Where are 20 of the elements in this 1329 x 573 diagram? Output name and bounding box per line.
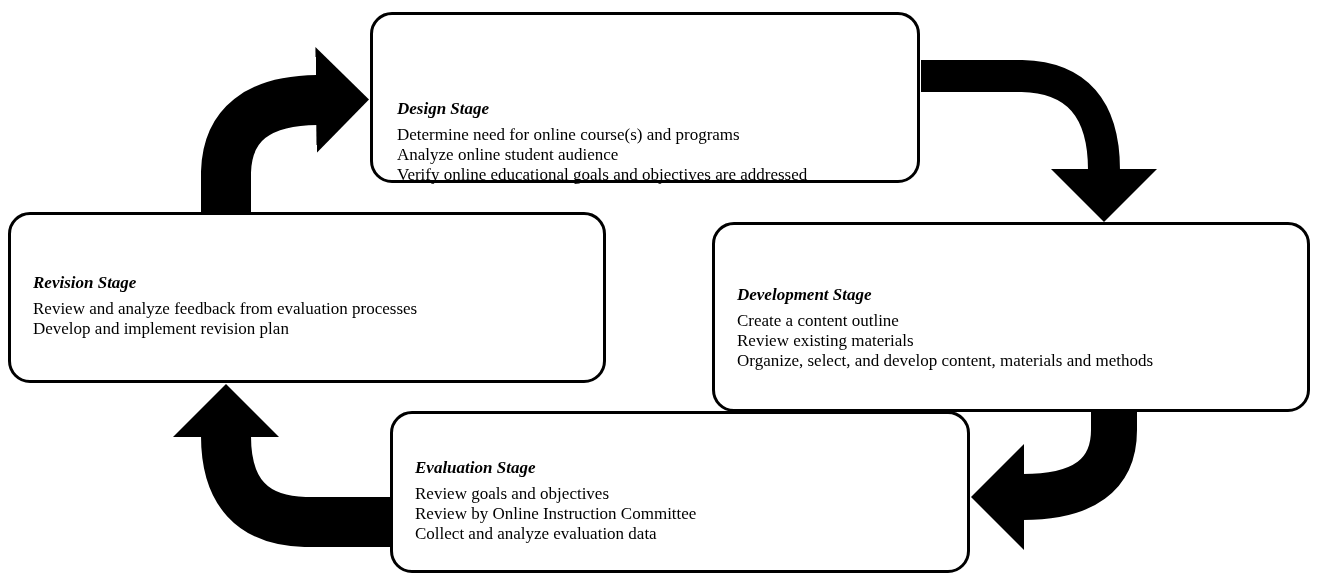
stage-box: [8, 212, 606, 383]
stage-task: Review existing materials: [737, 331, 915, 351]
curved-arrow: [921, 60, 1157, 222]
stage-box: [370, 12, 920, 183]
stage-title: Revision Stage: [33, 273, 138, 293]
stage-task: Review and analyze feedback from evaluation processes: [33, 299, 419, 319]
stage-title: Design Stage: [397, 99, 491, 119]
stage-box: [712, 222, 1310, 412]
stage-task: Create a content outline: [737, 311, 900, 331]
curved-arrow: [201, 47, 369, 212]
stage-task: Analyze online student audience: [397, 145, 620, 165]
stage-title: Evaluation Stage: [415, 458, 537, 478]
stage-task: Collect and analyze evaluation data: [415, 524, 658, 544]
stage-task: Review goals and objectives: [415, 484, 611, 504]
stage-task: Review by Online Instruction Committee: [415, 504, 698, 524]
stage-task: Determine need for online course(s) and programs: [397, 125, 741, 145]
stage-task: Organize, select, and develop content, materials and methods: [737, 351, 1155, 371]
stage-task: Develop and implement revision plan: [33, 319, 290, 339]
stage-title: Development Stage: [737, 285, 873, 305]
stage-box: [390, 411, 970, 573]
